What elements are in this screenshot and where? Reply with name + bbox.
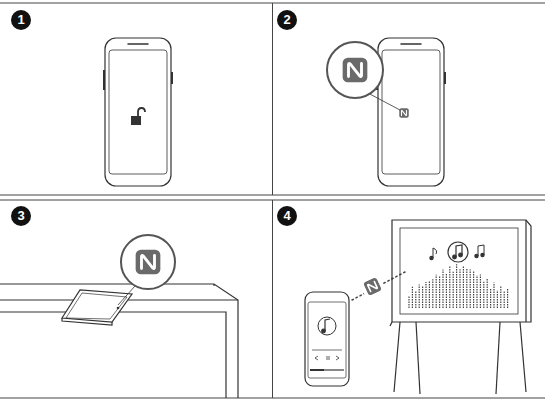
phone-player [305, 292, 349, 386]
phone-on-tv [62, 290, 132, 325]
callout-text: 3 [17, 208, 24, 223]
callout-text: 1 [17, 12, 24, 27]
tv-top [0, 284, 238, 398]
callout-number: 2 [277, 10, 297, 30]
callout-number: 3 [11, 206, 31, 226]
callout-number: 1 [11, 10, 31, 30]
serif-tv [390, 220, 531, 394]
callout-text: 2 [283, 12, 290, 27]
callout-number: 4 [277, 206, 297, 226]
equalizer-bars [409, 264, 508, 308]
callout-text: 4 [283, 208, 290, 223]
phone-unlocked [104, 38, 172, 186]
